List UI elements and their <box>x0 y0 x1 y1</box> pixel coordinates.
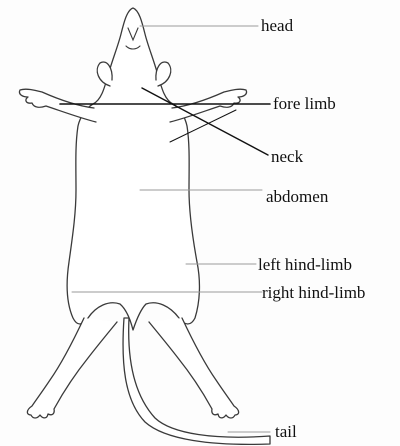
label-neck: neck <box>271 147 304 166</box>
right-ear <box>156 62 171 86</box>
label-fore-limb: fore limb <box>273 94 336 113</box>
rat-body <box>67 8 199 330</box>
label-right-hind-limb: right hind-limb <box>262 283 365 302</box>
left-ear <box>97 62 112 86</box>
left-fore-limb <box>19 89 96 122</box>
label-abdomen: abdomen <box>266 187 329 206</box>
right-hind-limb-drawing <box>149 318 239 418</box>
right-fore-limb <box>170 89 247 122</box>
label-head: head <box>261 16 294 35</box>
label-tail: tail <box>275 422 297 441</box>
left-hind-limb-drawing <box>27 318 117 418</box>
label-left-hind-limb: left hind-limb <box>258 255 352 274</box>
